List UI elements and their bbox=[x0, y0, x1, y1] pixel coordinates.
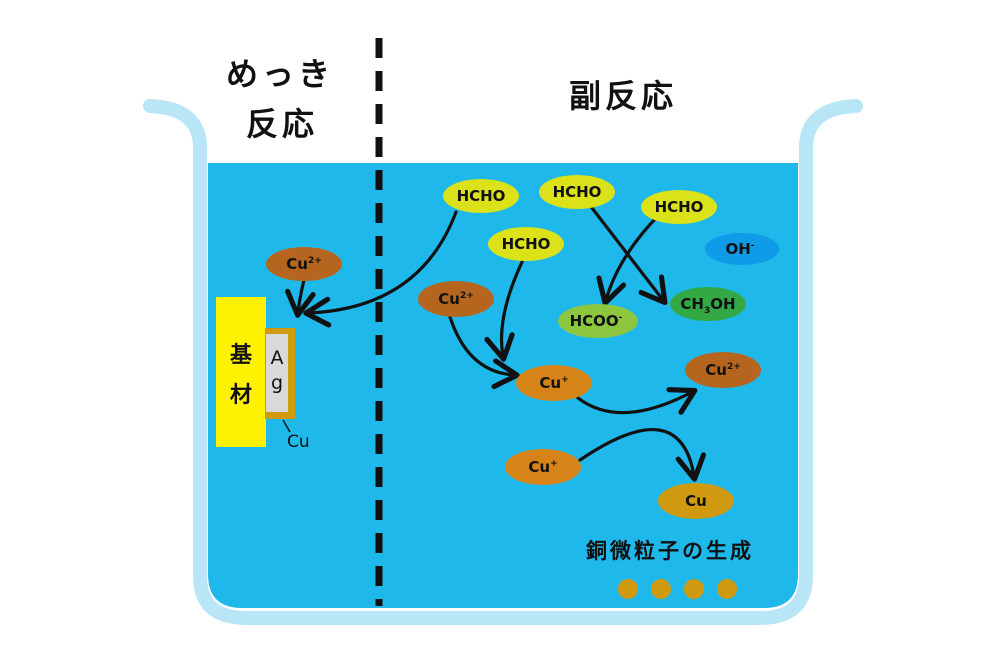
heading-plating-line1: めっき bbox=[226, 55, 334, 93]
copper-particle-1 bbox=[618, 579, 638, 599]
svg-text:OH-: OH- bbox=[725, 240, 754, 258]
ion-hcho-1: HCHO bbox=[443, 179, 519, 213]
svg-text:Cu2+: Cu2+ bbox=[286, 255, 322, 273]
svg-text:HCHO: HCHO bbox=[553, 183, 602, 201]
ion-oh: OH- bbox=[705, 233, 779, 265]
arrow-hcho-to-cu1 bbox=[484, 260, 524, 362]
svg-text:Cu2+: Cu2+ bbox=[438, 290, 474, 308]
ion-cu2-left: Cu2+ bbox=[266, 247, 342, 281]
ion-hcho-2: HCHO bbox=[539, 175, 615, 209]
arrow-hcho-to-substrate bbox=[303, 210, 458, 328]
ion-hcoo: HCOO- bbox=[558, 304, 638, 338]
ion-cu-product: Cu bbox=[658, 483, 734, 519]
svg-text:HCHO: HCHO bbox=[655, 198, 704, 216]
svg-text:Cu+: Cu+ bbox=[528, 458, 557, 476]
arrow-hcho-to-ch3oh bbox=[590, 206, 668, 306]
ion-cu2-mid: Cu2+ bbox=[418, 281, 494, 317]
cu-layer-leader bbox=[282, 419, 291, 433]
svg-text:HCHO: HCHO bbox=[457, 187, 506, 205]
svg-text:Cu2+: Cu2+ bbox=[705, 361, 741, 379]
arrow-cu2-to-substrate bbox=[285, 278, 316, 318]
substrate-label-2: 材 bbox=[230, 383, 252, 408]
ion-hcho-3: HCHO bbox=[641, 190, 717, 224]
heading-side-reaction: 副反応 bbox=[569, 77, 677, 115]
arrow-cu2-to-cu1 bbox=[448, 315, 520, 390]
svg-text:Cu: Cu bbox=[685, 492, 707, 510]
substrate-block bbox=[216, 297, 266, 447]
svg-text:CH3OH: CH3OH bbox=[680, 295, 735, 316]
beaker-wall bbox=[143, 99, 863, 625]
arrow-cu1-to-cu bbox=[578, 428, 707, 482]
substrate-label-1: 基 bbox=[230, 343, 253, 368]
arrow-cu1-to-cu2 bbox=[576, 387, 698, 415]
ag-label-2: g bbox=[271, 372, 283, 394]
ion-cu1-a: Cu+ bbox=[516, 365, 592, 401]
caption-copper-particles: 銅微粒子の生成 bbox=[586, 539, 754, 563]
ion-cu2-right: Cu2+ bbox=[685, 352, 761, 388]
svg-text:HCHO: HCHO bbox=[502, 235, 551, 253]
ion-cu1-b: Cu+ bbox=[505, 449, 581, 485]
heading-plating-line2: 反応 bbox=[246, 105, 318, 143]
copper-particle-4 bbox=[717, 579, 737, 599]
svg-text:HCOO-: HCOO- bbox=[570, 312, 623, 330]
cu-layer-label: Cu bbox=[287, 432, 310, 452]
ag-label-1: A bbox=[271, 347, 284, 369]
ion-hcho-4: HCHO bbox=[488, 227, 564, 261]
arrow-hcho-to-hcoo bbox=[596, 216, 658, 306]
ion-ch3oh: CH3OH bbox=[670, 287, 746, 321]
ag-layer bbox=[266, 334, 288, 412]
copper-particle-2 bbox=[651, 579, 671, 599]
svg-text:Cu+: Cu+ bbox=[539, 374, 568, 392]
copper-particle-3 bbox=[684, 579, 704, 599]
